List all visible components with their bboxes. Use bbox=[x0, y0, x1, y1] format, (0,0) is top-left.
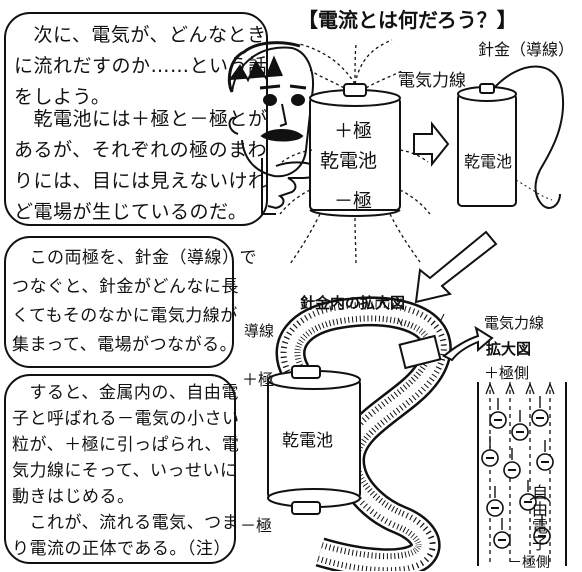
magnifier-window bbox=[398, 334, 442, 370]
battery-2 bbox=[457, 65, 565, 209]
battery1-name-label: 乾電池 bbox=[320, 150, 378, 172]
battery1-minus-label: －極 bbox=[334, 190, 373, 212]
text-intro-1: 次に、電気が、どんなとき に流れだすのか……という話 をしよう。 bbox=[14, 24, 268, 108]
battery-1 bbox=[309, 83, 401, 217]
battery1-plus-label: ＋極 bbox=[334, 120, 373, 142]
electron-arrows bbox=[489, 396, 546, 530]
plus-pole-bottom-label: ＋極 bbox=[242, 370, 275, 389]
wire-conductor-label: 針金（導線） bbox=[478, 40, 575, 59]
free-electron-label: 自由電子 bbox=[529, 484, 548, 552]
field-lines-1 bbox=[279, 39, 431, 267]
minus-side-label: －極側 bbox=[508, 555, 550, 571]
battery3-name-label: 乾電池 bbox=[282, 431, 333, 451]
magnified-view-label: 拡大図 bbox=[486, 340, 532, 358]
electron-pointer bbox=[529, 495, 551, 503]
arrow-down-left bbox=[414, 230, 498, 304]
wire-loop bbox=[275, 296, 452, 571]
page-title: 【電流とは何だろう？】 bbox=[298, 8, 517, 32]
electron-minus-marks bbox=[486, 417, 549, 541]
magnifier-arrow bbox=[442, 325, 494, 362]
character-face bbox=[227, 41, 314, 178]
enlarged-view bbox=[477, 382, 567, 566]
minus-pole-bottom-label: －極 bbox=[240, 516, 273, 535]
bubble-current bbox=[4, 374, 236, 564]
bubble-connect bbox=[4, 236, 234, 368]
battery-3 bbox=[267, 365, 361, 515]
text-current: すると、金属内の、自由電 子と呼ばれる－電気の小さい 粒が、＋極に引っぱられ、電… bbox=[12, 383, 240, 559]
lines-of-force-label: 電気力線 bbox=[398, 71, 466, 91]
lines-of-force-bottom-label: 電気力線 bbox=[484, 314, 545, 332]
text-connect: この両極を、針金（導線）で つなぐと、針金がどんなに長 くてもそのなかに電気力線… bbox=[12, 248, 257, 355]
arrow-right bbox=[413, 121, 450, 167]
enlarged-title: 針金内の拡大図 bbox=[300, 294, 406, 312]
text-intro-2: 乾電池には＋極と－極とが あるが、それぞれの極のまわ りには、目には見えないけれ… bbox=[14, 108, 268, 223]
battery2-name-label: 乾電池 bbox=[464, 152, 513, 171]
conductor-label: 導線 bbox=[244, 322, 275, 340]
plus-side-label: ＋極側 bbox=[484, 364, 530, 382]
bubble-intro bbox=[4, 12, 268, 226]
